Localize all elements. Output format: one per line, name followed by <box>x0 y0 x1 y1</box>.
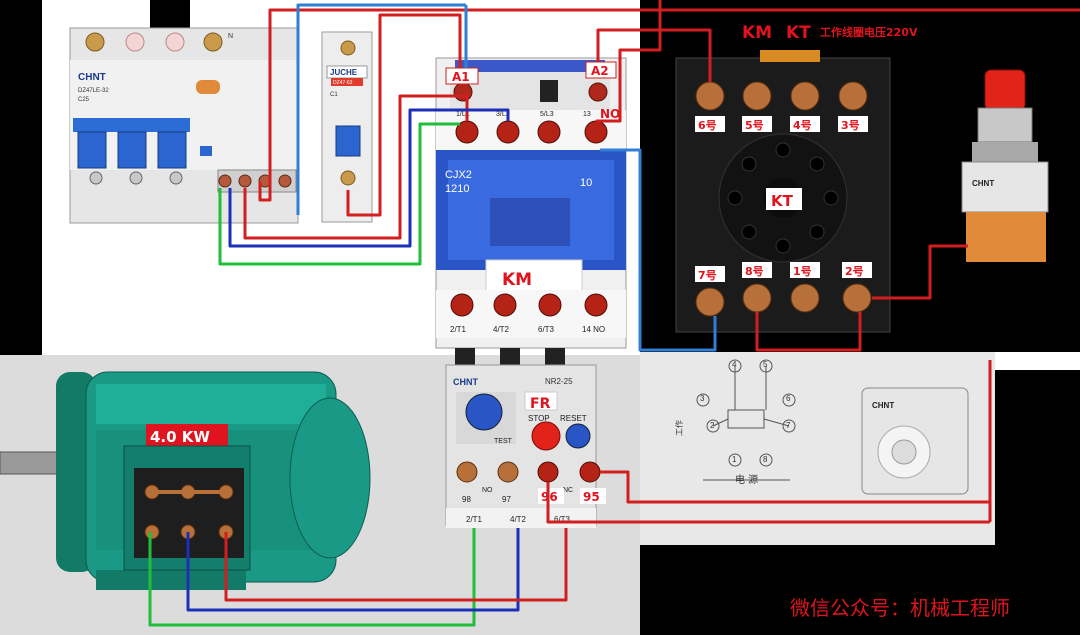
black-panel-left <box>0 0 42 355</box>
km-aux-num: 10 <box>580 177 592 189</box>
km-model: CJX2 <box>445 169 472 181</box>
pin-4: 4 <box>732 360 737 369</box>
km-top-term-4: 13 <box>583 111 591 118</box>
kt-bot-term-1: 1号 <box>793 265 812 278</box>
minibreaker-handle[interactable] <box>335 125 361 157</box>
title-kt: KT <box>786 23 811 43</box>
timer: CHNT <box>861 387 969 495</box>
breaker-n-mark: N <box>228 33 233 40</box>
minibreaker-model: DZ47-63 <box>333 80 353 86</box>
fr-brand: CHNT <box>453 377 478 387</box>
fr-term-95: 95 <box>583 490 600 504</box>
km-aux-no: NO <box>600 107 620 121</box>
km-top-term-2: 3/L2 <box>496 111 510 118</box>
fr-reset: RESET <box>560 414 587 423</box>
breaker-bar <box>73 118 190 132</box>
breaker-handle[interactable] <box>77 131 107 169</box>
pinout-side-label: 工作 <box>674 420 684 436</box>
km-a2: A2 <box>591 64 609 78</box>
kt-top-term-5: 5号 <box>745 119 764 132</box>
relay-base: KM KT 工作线圈电压220V 6号 5号 4号 3号 KT 7号 8号 1号 <box>675 23 918 333</box>
pin-5: 5 <box>763 360 768 369</box>
title-voltage: 工作线圈电压220V <box>820 25 918 39</box>
pinout-power-label: 电 源 <box>735 473 758 486</box>
kt-top-term-3: 3号 <box>841 119 860 132</box>
breaker-model: DZ47LE-32 <box>78 88 109 94</box>
watermark: 微信公众号：机械工程师 <box>790 596 1010 620</box>
selector-knob[interactable] <box>984 69 1026 111</box>
selector-switch: CHNT <box>961 69 1049 262</box>
kt-top-term-6: 6号 <box>698 119 717 132</box>
km-bot-term-3: 6/T3 <box>538 325 555 334</box>
fr-dial[interactable] <box>465 393 503 431</box>
km-model-num: 1210 <box>445 183 469 195</box>
black-panel-bottom <box>640 545 1080 635</box>
fr-term-97: 97 <box>502 495 511 504</box>
km-top-term-1: 1/L1 <box>456 111 470 118</box>
pin-2: 2 <box>710 421 715 430</box>
fr-model: NR2-25 <box>545 377 573 386</box>
kt-top-term-4: 4号 <box>793 119 812 132</box>
fr-stop: STOP <box>528 414 550 423</box>
motor-shaft <box>0 451 61 475</box>
fr-out-term-3: 6/T3 <box>554 515 571 524</box>
pinout-diagram: 4 5 3 6 2 7 1 8 电 源 工作 <box>674 359 796 486</box>
kt-bot-term-2: 2号 <box>845 265 864 278</box>
pin-6: 6 <box>786 394 791 403</box>
minibreaker-brand: JUCHE <box>330 68 358 77</box>
pin-7: 7 <box>786 421 791 430</box>
km-bot-term-4: 14 NO <box>582 325 605 334</box>
breaker-brand: CHNT <box>78 72 106 83</box>
fr-out-term-1: 2/T1 <box>466 515 483 524</box>
pilot-brand: CHNT <box>972 179 994 188</box>
fr-stop-button[interactable] <box>531 421 561 451</box>
km-label: KM <box>502 270 532 290</box>
residual-breaker: CHNT DZ47LE-32 C25 N <box>69 27 299 224</box>
km-bot-term-1: 2/T1 <box>450 325 467 334</box>
fr-nc: NC <box>563 487 573 494</box>
overload-relay: CHNT NR2-25 FR STOP RESET TEST 98 97 NO … <box>445 364 606 528</box>
km-bot-term-2: 4/T2 <box>493 325 510 334</box>
fr-label: FR <box>530 396 551 412</box>
pin-8: 8 <box>763 455 768 464</box>
contactor: 1/L1 3/L2 5/L3 13 NO CJX2 1210 10 KM 2/T… <box>435 57 627 370</box>
fr-out-term-2: 4/T2 <box>510 515 527 524</box>
kt-label: KT <box>771 192 794 210</box>
minibreaker-rating: C1 <box>330 92 338 98</box>
km-a1: A1 <box>452 70 470 84</box>
kt-bot-term-7: 7号 <box>698 269 717 282</box>
pin-1: 1 <box>732 455 737 464</box>
fr-reset-button[interactable] <box>565 423 591 449</box>
screw-icon <box>85 32 105 52</box>
fr-term-98: 98 <box>462 495 471 504</box>
fr-test: TEST <box>494 438 513 445</box>
motor-power: 4.0 KW <box>150 428 210 446</box>
pin-3: 3 <box>700 394 705 403</box>
wires <box>148 0 1080 627</box>
timer-brand: CHNT <box>872 401 894 410</box>
breaker-rating: C25 <box>78 97 90 103</box>
km-top-term-3: 5/L3 <box>540 111 554 118</box>
title-km: KM <box>742 23 772 43</box>
kt-bot-term-8: 8号 <box>745 265 764 278</box>
fr-no: NO <box>482 487 493 494</box>
